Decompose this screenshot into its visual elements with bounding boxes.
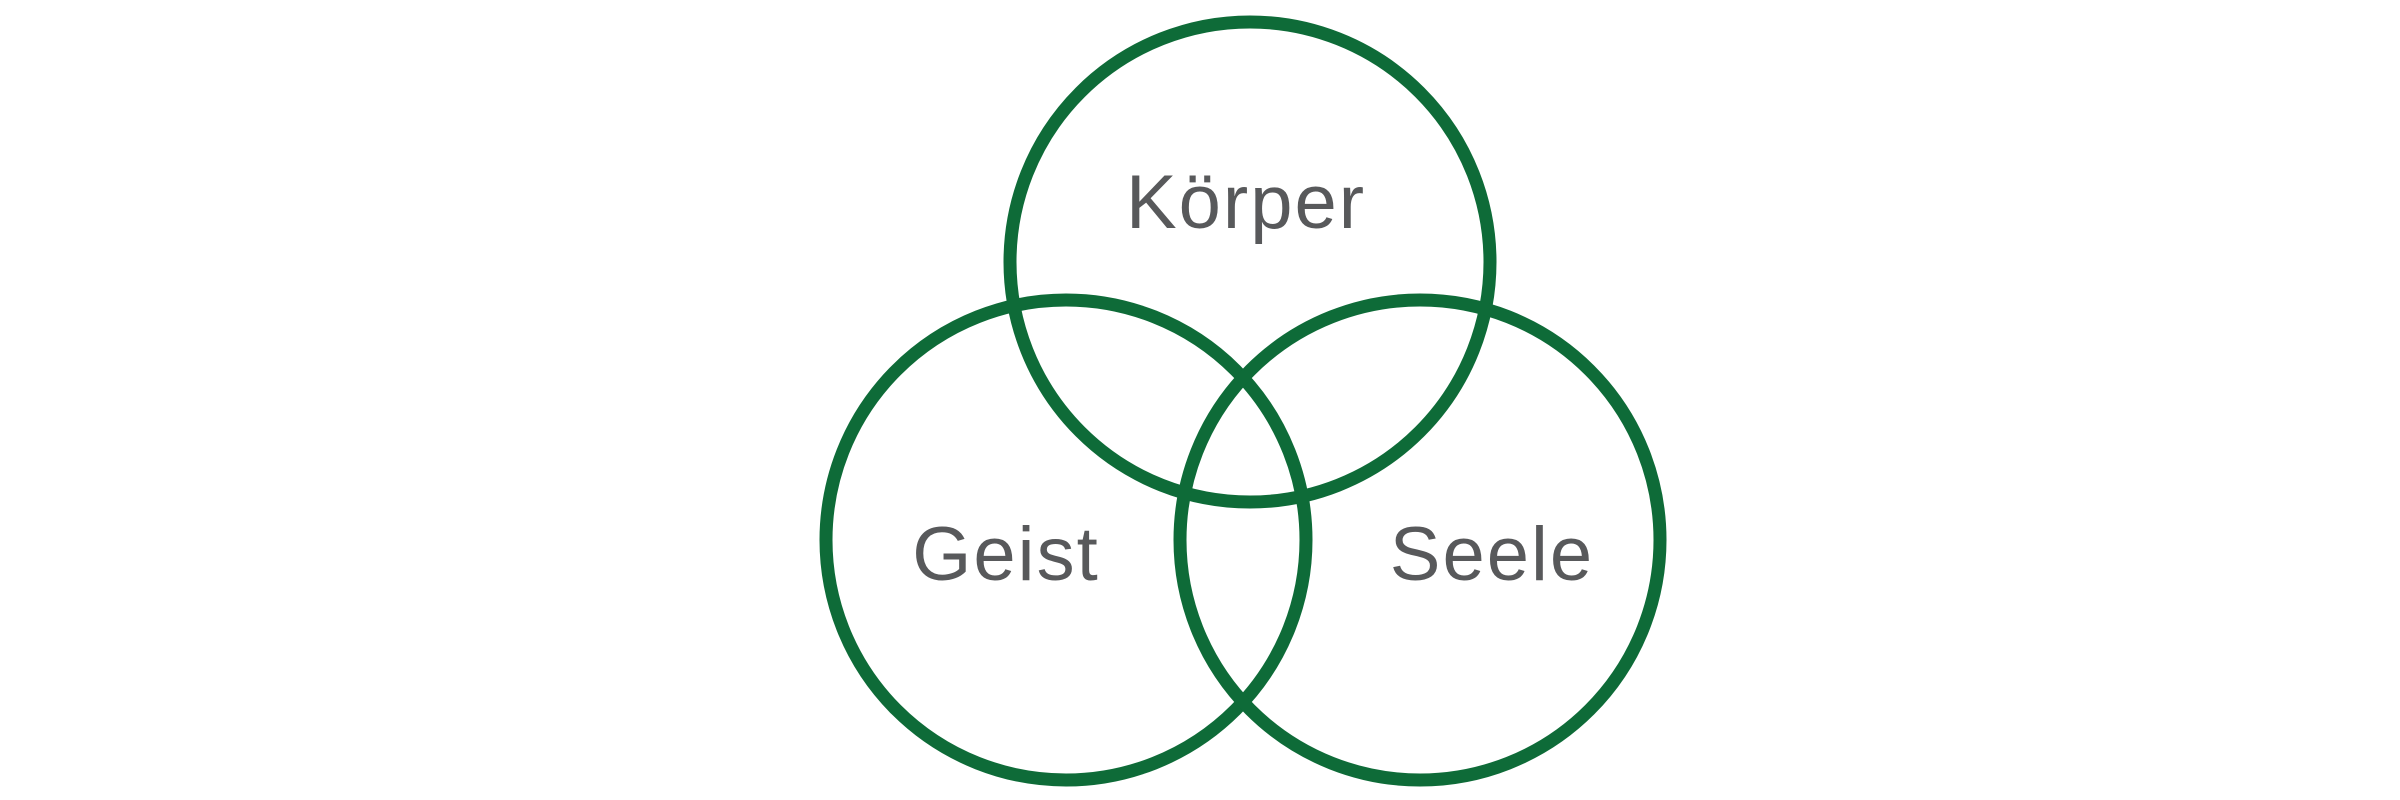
venn-circle-koerper: [1003, 15, 1497, 509]
venn-label-koerper: Körper: [1126, 160, 1366, 245]
venn-label-seele: Seele: [1390, 512, 1594, 597]
venn-label-geist: Geist: [912, 512, 1099, 597]
venn-circle-geist: [819, 293, 1313, 787]
venn-circle-seele: [1173, 293, 1667, 787]
